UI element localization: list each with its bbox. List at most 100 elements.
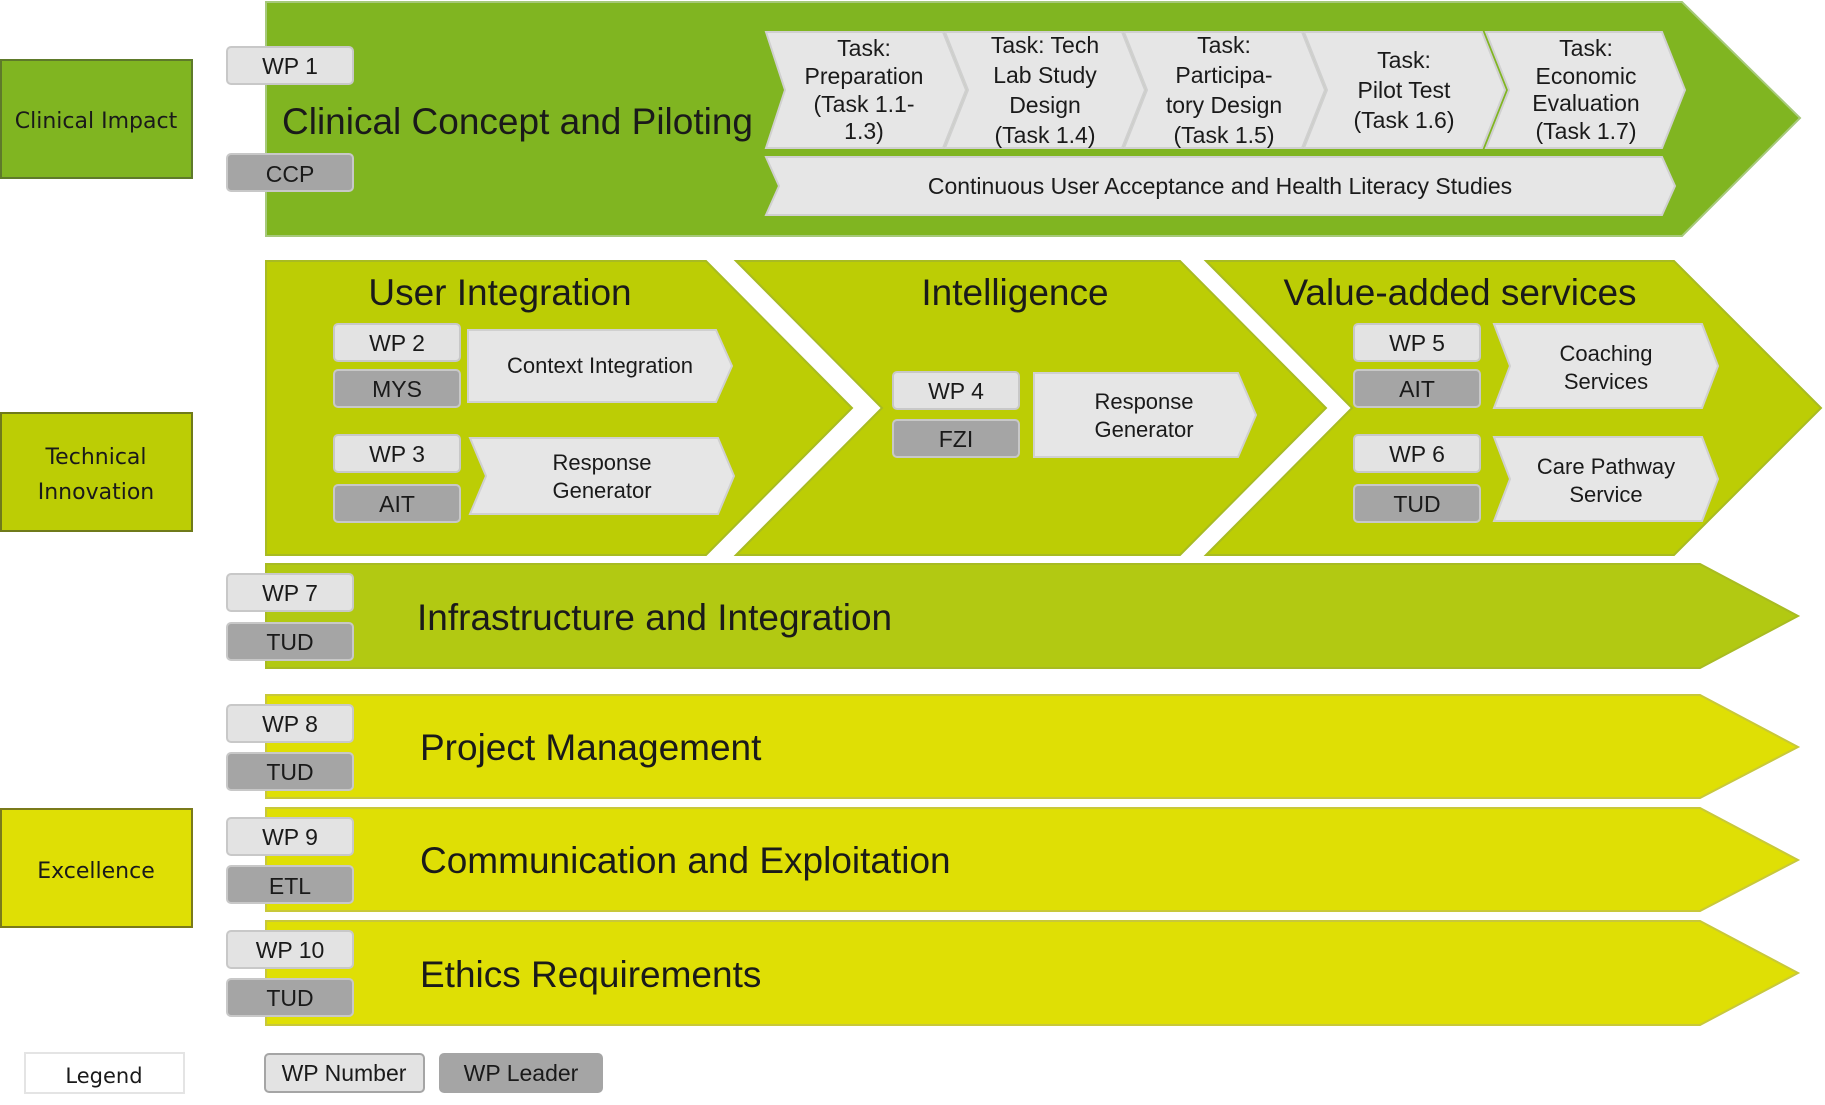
wp9-number: WP 9 [262, 824, 318, 850]
legend-wp-number: WP Number [282, 1060, 407, 1086]
wp1-leader-box [226, 153, 354, 192]
task-pilot-line1: Task: [1377, 47, 1431, 73]
task-chevron-participatory-design [1122, 31, 1327, 149]
task-pilot-line2: Pilot Test [1358, 77, 1452, 103]
category-excellence-label: Excellence [37, 859, 155, 884]
wp4-leader: FZI [939, 426, 974, 452]
wp9-leader-box [226, 865, 354, 904]
wp4-response-generator-line2: Generator [1094, 417, 1193, 442]
wp1-number: WP 1 [262, 53, 318, 79]
wp6-leader: TUD [1393, 491, 1440, 517]
wp10-number-box [226, 930, 354, 969]
wp5-number: WP 5 [1389, 330, 1445, 356]
user-integration-title: User Integration [368, 272, 631, 313]
task-tech-lab-line1: Task: Tech [991, 32, 1099, 58]
wp9-number-box [226, 817, 354, 856]
wp5-coaching-services-line2: Services [1564, 369, 1648, 394]
task-preparation-line3: (Task 1.1- [814, 91, 915, 117]
wp6-leader-box [1353, 484, 1481, 523]
wp2-leader: MYS [372, 376, 422, 402]
wp2-context-integration-label: Context Integration [507, 353, 693, 378]
category-technical-innovation-label-2: Innovation [38, 480, 154, 505]
wp4-response-generator-chevron [1033, 372, 1258, 458]
task-participatory-line3: tory Design [1166, 92, 1282, 118]
wp8-leader: TUD [266, 759, 313, 785]
wp7-leader-box [226, 622, 354, 661]
value-added-title: Value-added services [1283, 272, 1636, 313]
wp3-number-box [333, 434, 461, 473]
intelligence-title: Intelligence [921, 272, 1108, 313]
clinical-concept-title: Clinical Concept and Piloting [282, 101, 753, 142]
wp7-number: WP 7 [262, 580, 318, 606]
wp6-care-pathway-chevron [1492, 436, 1720, 522]
legend-label: Legend [65, 1064, 142, 1088]
wp4-number-box [892, 371, 1020, 410]
wp4-number: WP 4 [928, 378, 984, 404]
task-economic-line3: Evaluation [1532, 90, 1639, 116]
task-chevron-preparation [764, 31, 968, 149]
task-participatory-line4: (Task 1.5) [1174, 122, 1275, 148]
continuous-studies-label: Continuous User Acceptance and Health Li… [928, 173, 1512, 199]
wp5-leader: AIT [1399, 376, 1435, 402]
task-chevron-pilot-test [1302, 31, 1507, 149]
wp3-leader-box [333, 484, 461, 523]
wp7-leader: TUD [266, 629, 313, 655]
task-preparation-line4: 1.3) [844, 118, 884, 144]
category-clinical-impact-box [0, 59, 193, 179]
legend-wp-leader: WP Leader [464, 1060, 579, 1086]
wp3-response-generator-line2: Generator [552, 478, 651, 503]
wp2-leader-box [333, 369, 461, 408]
wp1-number-box [226, 46, 354, 85]
project-management-title: Project Management [420, 727, 762, 768]
category-technical-innovation-label-1: Technical [44, 445, 146, 470]
wp2-number-box [333, 323, 461, 362]
wp4-leader-box [892, 419, 1020, 458]
wp3-response-generator-line1: Response [552, 450, 651, 475]
task-chevron-tech-lab-study [943, 31, 1147, 149]
task-preparation-line2: Preparation [805, 63, 924, 89]
wp3-number: WP 3 [369, 441, 425, 467]
wp10-number: WP 10 [256, 937, 325, 963]
wp8-number: WP 8 [262, 711, 318, 737]
task-chevron-economic-evaluation [1484, 31, 1687, 149]
wp1-leader: CCP [266, 161, 315, 187]
wp7-number-box [226, 573, 354, 612]
wp5-coaching-services-chevron [1492, 323, 1720, 409]
wp3-leader: AIT [379, 491, 415, 517]
task-tech-lab-line3: Design [1009, 92, 1081, 118]
category-clinical-impact-label: Clinical Impact [15, 109, 178, 134]
legend-label-box [24, 1052, 185, 1094]
infrastructure-title: Infrastructure and Integration [417, 597, 892, 638]
task-economic-line4: (Task 1.7) [1536, 118, 1637, 144]
wp6-care-pathway-line1: Care Pathway [1537, 454, 1675, 479]
continuous-studies-chevron [764, 156, 1677, 216]
wp5-coaching-services-line1: Coaching [1560, 341, 1653, 366]
category-excellence-box [0, 808, 193, 928]
wp3-response-generator-chevron [468, 437, 736, 515]
task-pilot-line3: (Task 1.6) [1354, 107, 1455, 133]
wp2-context-integration-chevron [467, 329, 734, 403]
wp5-number-box [1353, 323, 1481, 362]
wp6-care-pathway-line2: Service [1569, 482, 1642, 507]
task-economic-line2: Economic [1536, 63, 1637, 89]
ethics-requirements-title: Ethics Requirements [420, 954, 761, 995]
legend-wp-leader-box [439, 1053, 603, 1093]
wp10-leader-box [226, 978, 354, 1017]
task-participatory-line1: Task: [1197, 32, 1251, 58]
wp6-number: WP 6 [1389, 441, 1445, 467]
intelligence-chevron [733, 260, 1328, 556]
task-tech-lab-line2: Lab Study [993, 62, 1097, 88]
wp10-leader: TUD [266, 985, 313, 1011]
wp9-leader: ETL [269, 873, 311, 899]
wp2-number: WP 2 [369, 330, 425, 356]
task-preparation-line1: Task: [837, 35, 891, 61]
category-technical-innovation-box [0, 412, 193, 532]
wp8-number-box [226, 704, 354, 743]
task-economic-line1: Task: [1559, 35, 1613, 61]
communication-exploitation-title: Communication and Exploitation [420, 840, 951, 881]
task-participatory-line2: Participa- [1175, 62, 1272, 88]
wp5-leader-box [1353, 369, 1481, 408]
wp8-leader-box [226, 752, 354, 791]
wp4-response-generator-line1: Response [1094, 389, 1193, 414]
